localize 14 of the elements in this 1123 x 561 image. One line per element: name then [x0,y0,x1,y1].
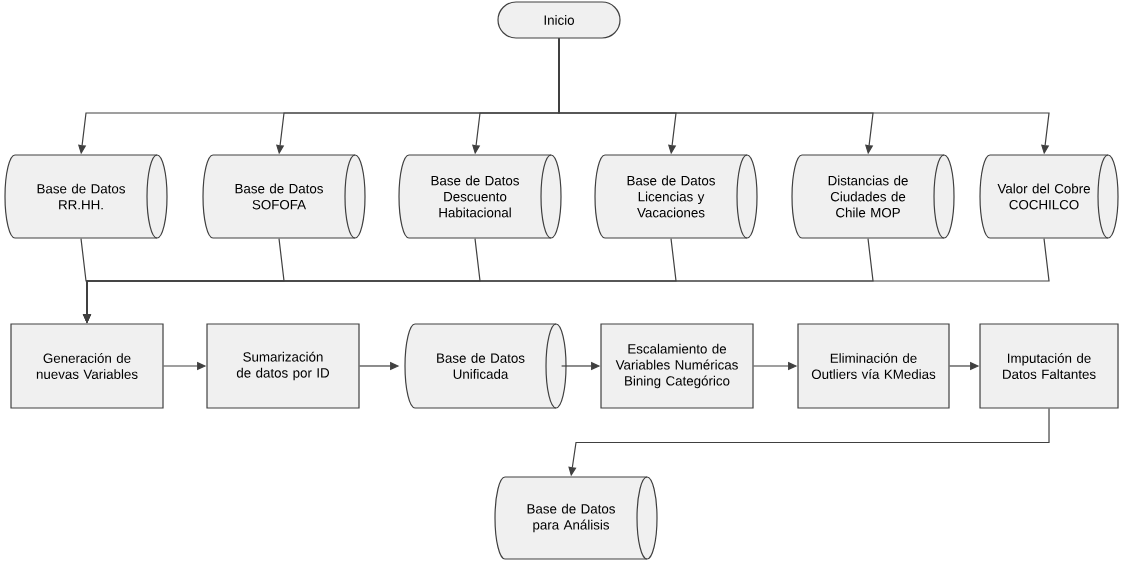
database-cylinder: Base de Datos RR.HH. [4,154,168,239]
process-box: Escalamiento de Variables Numéricas Bining Categórico [600,323,754,409]
process-box: Imputación de Datos Faltantes [979,323,1119,409]
database-cylinder: Base de Datos Unificada [404,323,567,409]
database-cylinder: Base de Datos Licencias y Vacaciones [594,154,758,239]
database-cylinder: Base de Datos Descuento Habitacional [398,154,562,239]
database-cylinder: Distancias de Ciudades de Chile MOP [791,154,955,239]
process-box: Sumarización de datos por ID [206,323,360,409]
database-cylinder: Base de Datos para Análisis [494,476,658,560]
database-cylinder: Base de Datos SOFOFA [202,154,366,239]
process-box: Eliminación de Outliers vía KMedias [797,323,950,409]
database-cylinder: Valor del Cobre COCHILCO [979,154,1119,239]
start-terminator: Inicio [497,1,621,39]
process-box: Generación de nuevas Variables [10,323,164,409]
